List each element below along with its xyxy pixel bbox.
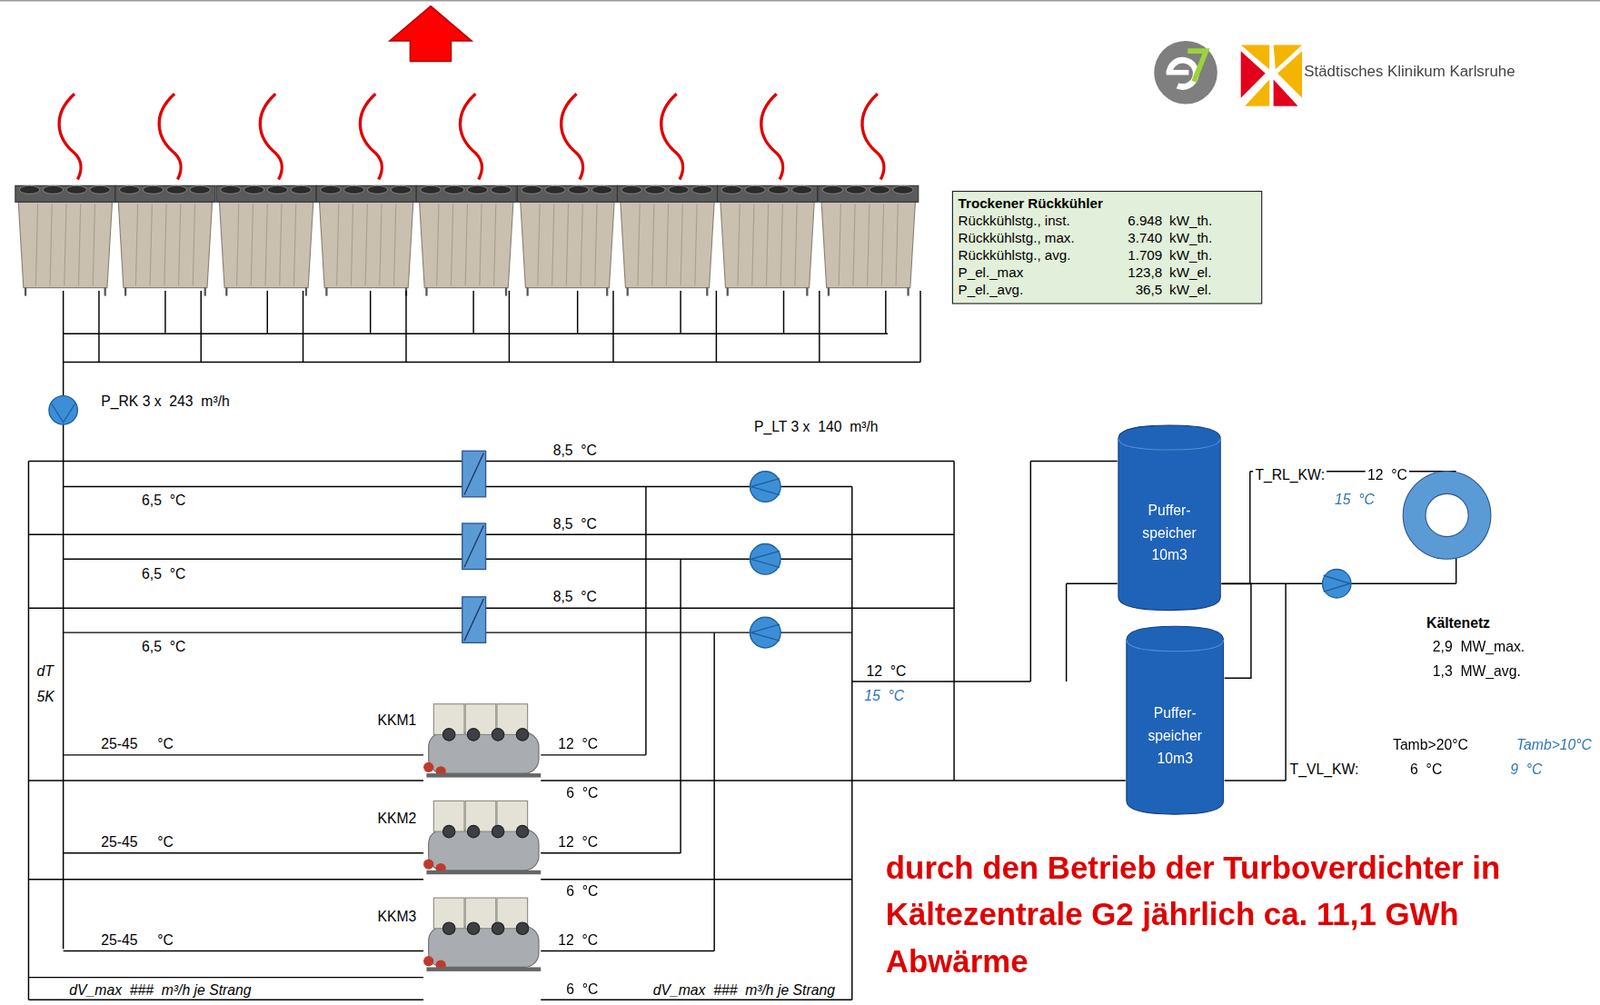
table-cell: 3.740 bbox=[1105, 229, 1163, 248]
pipe-label: 6 °C bbox=[1408, 761, 1445, 778]
table-cell: 36,5 bbox=[1105, 281, 1163, 299]
dry-cooler bbox=[416, 93, 517, 296]
pipe-label: dV_max ### m³/h je Strang bbox=[651, 981, 838, 998]
dry-cooler bbox=[216, 93, 317, 296]
data-table: Trockener RückkühlerRückkühlstg., inst.6… bbox=[952, 190, 1263, 305]
pipe-label: Tamb>20°C bbox=[1391, 736, 1471, 754]
pipe-label: 12 °C bbox=[1365, 466, 1410, 483]
pipe-connector bbox=[1221, 583, 1252, 678]
pipe-label: 15 °C bbox=[862, 687, 906, 705]
pipe-label: 25-45 °C bbox=[99, 833, 176, 850]
table-cell: 123,8 bbox=[1105, 264, 1163, 282]
pipe-label: KKM1 bbox=[375, 712, 418, 729]
table-cell: P_el._avg. bbox=[958, 281, 1107, 299]
pipe-label: 5K bbox=[34, 688, 57, 706]
table-cell: kW_el. bbox=[1162, 281, 1212, 299]
pipe-label: 15 °C bbox=[1332, 490, 1377, 507]
note-text: durch den Betrieb der Turboverdichter in… bbox=[884, 844, 1600, 986]
pipe-label: 8,5 °C bbox=[550, 515, 599, 532]
pipe-label: 6 °C bbox=[564, 882, 601, 899]
pipe-label: dT bbox=[34, 663, 56, 680]
pipe-label: 25-45 °C bbox=[99, 735, 176, 753]
pipe-label: 6 °C bbox=[564, 980, 601, 997]
pipe-label: P_LT 3 x 140 m³/h bbox=[752, 417, 881, 435]
table-cell: 1.709 bbox=[1105, 247, 1163, 265]
dry-cooler bbox=[115, 93, 216, 296]
buffer-tank: Puffer- speicher 10m3 bbox=[1125, 624, 1225, 816]
table-row: P_el._max123,8kW_el. bbox=[958, 264, 1257, 282]
tank-label: Puffer- speicher 10m3 bbox=[1132, 498, 1207, 567]
pipe-label: 6,5 °C bbox=[139, 565, 189, 582]
dry-cooler bbox=[516, 93, 617, 296]
pipe-label: 25-45 °C bbox=[99, 931, 176, 948]
table-title: Trockener Rückkühler bbox=[958, 194, 1257, 212]
pipe-label: T_RL_KW: bbox=[1252, 466, 1327, 483]
pipe-label: T_VL_KW: bbox=[1287, 761, 1361, 778]
table-row: P_el._avg.36,5kW_el. bbox=[958, 281, 1257, 299]
tank-label: Puffer- speicher 10m3 bbox=[1138, 702, 1213, 770]
chillers bbox=[423, 704, 541, 972]
dry-coolers bbox=[15, 93, 921, 362]
e7-logo bbox=[1153, 40, 1218, 105]
pipe-label: 12 °C bbox=[556, 833, 600, 850]
table-row: Rückkühlstg., max.3.740kW_th. bbox=[958, 229, 1257, 248]
dry-cooler bbox=[316, 93, 417, 296]
chiller bbox=[423, 800, 541, 875]
table-cell: kW_th. bbox=[1162, 229, 1213, 248]
dry-cooler bbox=[818, 93, 919, 296]
cooling-network-ring bbox=[1414, 482, 1481, 548]
clinic-logo bbox=[1241, 44, 1302, 106]
table-row: Rückkühlstg., inst.6.948kW_th. bbox=[958, 212, 1257, 230]
pipe-label: P_RK 3 x 243 m³/h bbox=[99, 392, 232, 409]
pipe-label: 12 °C bbox=[556, 931, 600, 948]
table-cell: kW_th. bbox=[1162, 247, 1213, 265]
pipe-label: Tamb>10°C bbox=[1514, 736, 1595, 754]
table-cell: Rückkühlstg., max. bbox=[958, 229, 1107, 248]
pipe-label: 12 °C bbox=[556, 735, 600, 753]
pipe-label: Kältenetz bbox=[1424, 614, 1492, 631]
pipe-label: 8,5 °C bbox=[550, 441, 599, 458]
chiller bbox=[423, 704, 541, 778]
table-cell: kW_el. bbox=[1162, 264, 1212, 282]
table-cell: Rückkühlstg., avg. bbox=[958, 247, 1107, 265]
heat-exchangers bbox=[462, 450, 487, 643]
dry-cooler bbox=[616, 93, 717, 296]
pumps bbox=[49, 396, 1352, 648]
table-row: Rückkühlstg., avg.1.709kW_th. bbox=[958, 247, 1257, 265]
buffer-tank: Puffer- speicher 10m3 bbox=[1117, 423, 1223, 613]
pipe-label: 6,5 °C bbox=[139, 638, 189, 656]
logo-text: Städtisches Klinikum Karlsruhe bbox=[1301, 63, 1518, 80]
table-cell: 6.948 bbox=[1105, 212, 1163, 230]
table-cell: kW_th. bbox=[1162, 212, 1213, 230]
pipe-label: 8,5 °C bbox=[550, 588, 599, 606]
pipe-label: 1,3 MW_avg. bbox=[1431, 663, 1523, 680]
pipe-label: dV_max ### m³/h je Strang bbox=[67, 981, 254, 998]
pipe-label: 12 °C bbox=[864, 663, 908, 680]
dry-cooler bbox=[15, 93, 116, 296]
chiller bbox=[423, 897, 541, 972]
pipe-label: 6,5 °C bbox=[139, 491, 189, 508]
table-cell: P_el._max bbox=[958, 264, 1107, 282]
dry-cooler bbox=[717, 93, 818, 296]
pipe-label: 2,9 MW_max. bbox=[1431, 638, 1528, 656]
pipe-label: KKM3 bbox=[375, 907, 418, 925]
pipe-label: KKM2 bbox=[375, 810, 418, 827]
pipe-label: 9 °C bbox=[1508, 761, 1545, 778]
table-cell: Rückkühlstg., inst. bbox=[958, 212, 1107, 230]
pipe-label: 6 °C bbox=[564, 784, 601, 801]
